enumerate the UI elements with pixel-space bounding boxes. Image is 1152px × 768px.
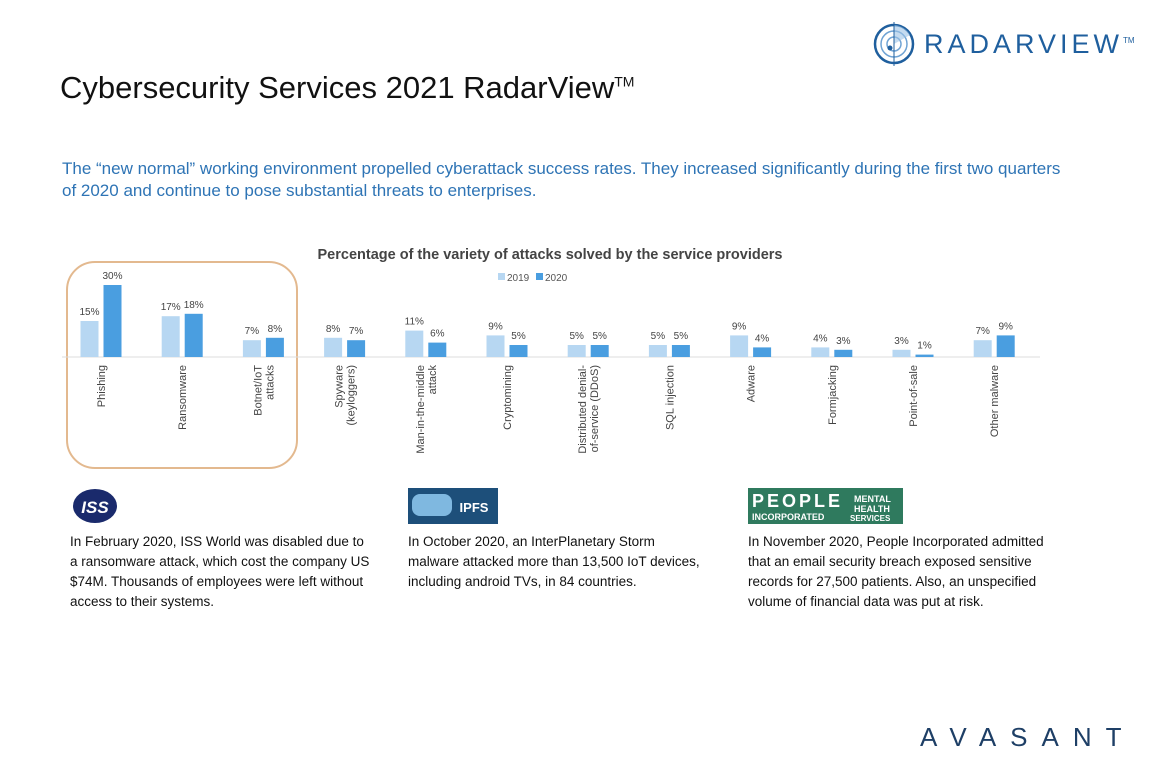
svg-text:MENTAL: MENTAL <box>854 494 891 504</box>
case-iss: ISS In February 2020, ISS World was disa… <box>70 488 372 609</box>
subtitle: The “new normal” working environment pro… <box>62 159 1061 200</box>
legend-label-2019: 2019 <box>507 273 530 284</box>
data-label: 3% <box>894 336 909 347</box>
ipfs-logo-text: IPFS <box>460 500 489 515</box>
bar-2020 <box>347 340 366 357</box>
data-label: 7% <box>245 326 260 337</box>
svg-text:INCORPORATED: INCORPORATED <box>752 512 825 522</box>
bar-2020 <box>671 345 690 357</box>
legend-label-2020: 2020 <box>545 273 568 284</box>
data-label: 7% <box>349 326 364 337</box>
bar-2019 <box>567 345 586 357</box>
page-title: Cybersecurity Services 2021 RadarViewTM <box>60 70 634 106</box>
bar-2020 <box>753 347 772 357</box>
avasant-logo: AVASANT <box>920 722 1136 752</box>
category-label: Other malware <box>989 365 1001 437</box>
case-text: In November 2020, People Incorporated ad… <box>748 534 1044 609</box>
bar-chart: Percentage of the variety of attacks sol… <box>62 247 1040 469</box>
chart-title: Percentage of the variety of attacks sol… <box>318 247 783 263</box>
data-label: 4% <box>813 333 828 344</box>
category-label: Ransomware <box>177 365 189 430</box>
category-label: Man-in-the-middleattack <box>415 365 439 454</box>
data-label: 8% <box>268 324 283 335</box>
bar-2020 <box>103 285 122 357</box>
ipfs-logo: IPFS <box>408 488 498 524</box>
radarview-logo: RADARVIEWTM <box>872 22 1135 66</box>
bar-2020 <box>265 337 284 357</box>
iss-logo: ISS <box>73 489 117 523</box>
svg-text:HEALTH: HEALTH <box>854 504 890 514</box>
category-label: Cryptomining <box>502 365 514 430</box>
category-label: Adware <box>746 365 758 402</box>
bar-2019 <box>730 335 749 357</box>
data-label: 30% <box>102 271 122 282</box>
category-label: Point-of-sale <box>908 365 920 427</box>
bar-2019 <box>892 349 911 357</box>
data-label: 15% <box>79 307 99 318</box>
category-label: Spyware(keyloggers) <box>334 365 358 426</box>
category-label: SQL injection <box>664 365 676 430</box>
bar-2020 <box>590 345 609 357</box>
data-label: 1% <box>917 341 932 352</box>
bar-2019 <box>324 337 343 357</box>
category-label: Distributed denial-of-service (DDoS) <box>577 365 601 454</box>
data-label: 5% <box>674 331 689 342</box>
bar-2020 <box>996 335 1015 357</box>
legend-swatch-2020 <box>536 273 543 280</box>
data-label: 6% <box>430 329 445 340</box>
iss-logo-text: ISS <box>81 498 109 517</box>
data-label: 3% <box>836 336 851 347</box>
bar-2019 <box>405 330 424 357</box>
bar-2019 <box>242 340 261 357</box>
case-text: In October 2020, an InterPlanetary Storm… <box>408 534 700 589</box>
title-text: Cybersecurity Services 2021 RadarView <box>60 70 615 105</box>
logo-text: RADARVIEWTM <box>924 29 1135 60</box>
radar-icon <box>873 22 915 66</box>
data-label: 18% <box>184 300 204 311</box>
bar-2020 <box>428 342 447 357</box>
data-label: 11% <box>405 317 424 328</box>
case-ipfs: IPFS In October 2020, an InterPlanetary … <box>408 488 708 589</box>
legend-swatch-2019 <box>498 273 505 280</box>
bar-2020 <box>915 354 934 357</box>
data-label: 5% <box>592 331 607 342</box>
data-label: 4% <box>755 333 770 344</box>
svg-text:SERVICES: SERVICES <box>850 514 891 523</box>
bar-2020 <box>184 313 203 357</box>
category-label: Formjacking <box>827 365 839 425</box>
data-label: 7% <box>975 326 990 337</box>
svg-text:PEOPLE: PEOPLE <box>752 491 843 511</box>
brand-name: RADARVIEW <box>924 28 1124 59</box>
data-label: 9% <box>488 321 503 332</box>
case-text: In February 2020, ISS World was disabled… <box>70 534 370 609</box>
category-label: Botnet/IoTattacks <box>252 365 276 416</box>
bar-2019 <box>486 335 505 357</box>
bar-2019 <box>80 321 99 357</box>
trademark: TM <box>614 73 635 90</box>
data-label: 9% <box>732 321 747 332</box>
data-label: 5% <box>511 331 526 342</box>
bar-2019 <box>811 347 830 357</box>
data-label: 9% <box>998 321 1013 332</box>
data-label: 8% <box>326 324 341 335</box>
data-label: 17% <box>161 302 181 313</box>
brand-tm: TM <box>1123 35 1135 45</box>
data-label: 5% <box>651 331 666 342</box>
bar-2019 <box>973 340 992 357</box>
data-label: 5% <box>569 331 584 342</box>
bar-2019 <box>648 345 667 357</box>
bar-2019 <box>161 316 180 357</box>
category-label: Phishing <box>96 365 108 407</box>
highlight-box <box>66 261 298 469</box>
bar-2020 <box>834 349 853 357</box>
bar-2020 <box>509 345 528 357</box>
